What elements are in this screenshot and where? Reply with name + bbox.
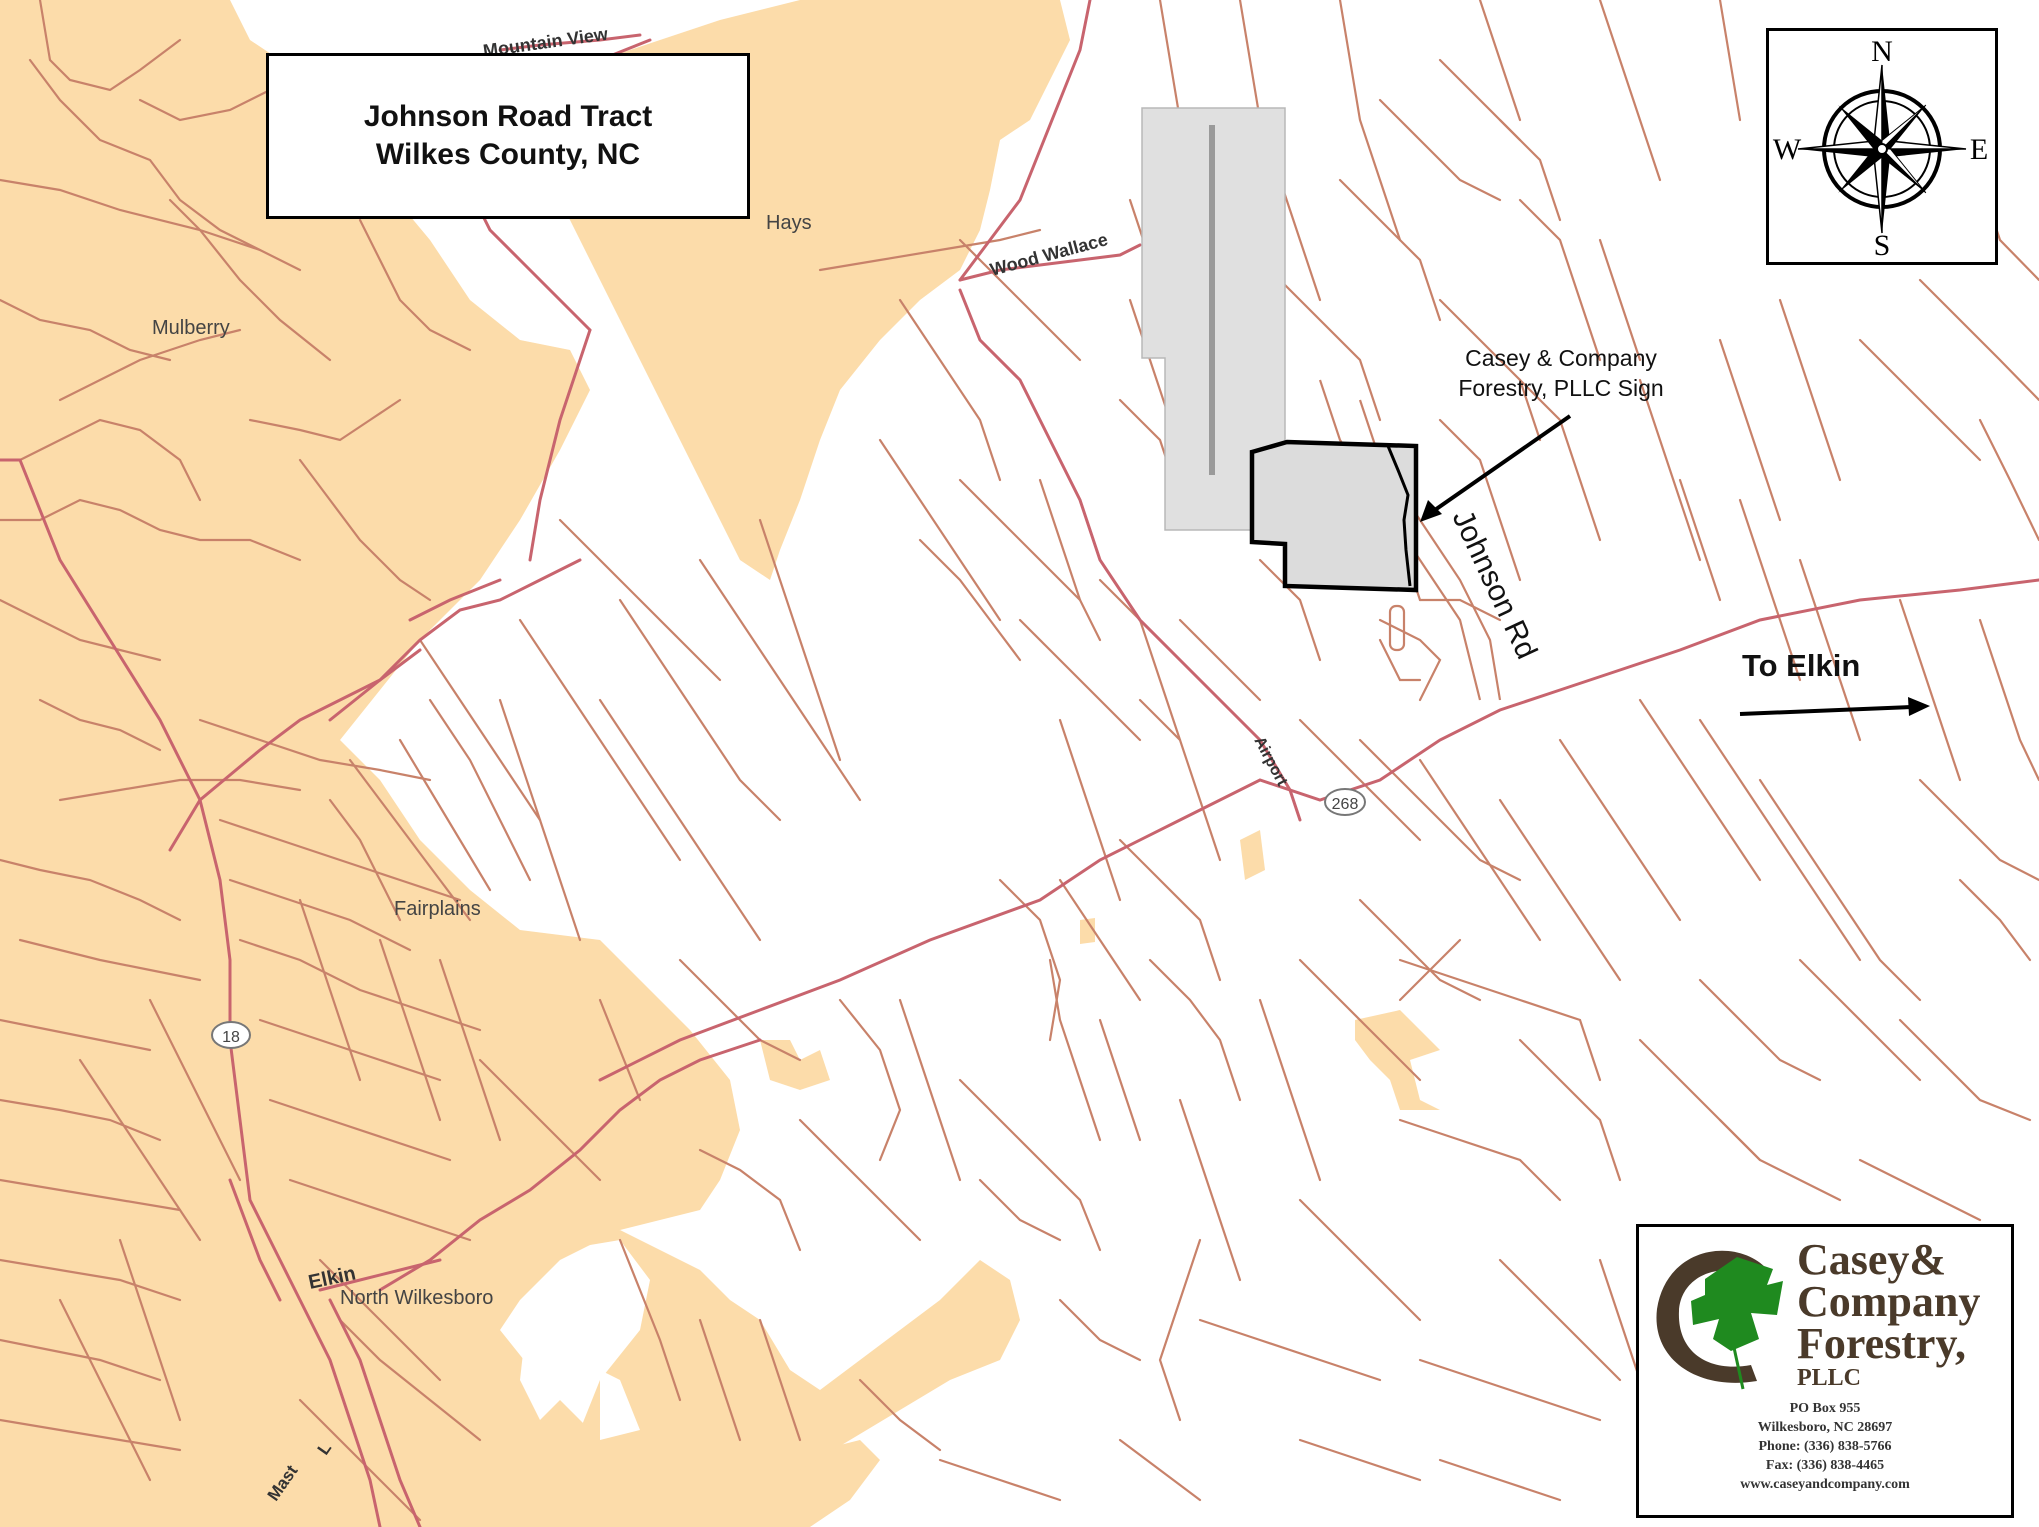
airport-road [958,288,1302,822]
compass-w: W [1773,133,1802,166]
logo-city: Wilkesboro, NC 28697 [1757,1420,1893,1435]
company-logo-box: Casey& Company Forestry, PLLC PO Box 955… [1636,1224,2014,1518]
white-areas [520,1280,640,1440]
sign-label-line1: Casey & Company [1465,345,1657,371]
compass-rose-box: N S E W [1766,28,1998,265]
compass-n: N [1871,35,1893,68]
shield-18-label: 18 [222,1029,240,1046]
airport-area [1141,107,1286,531]
place-label-north-wilkesboro: North Wilkesboro [340,1287,493,1309]
nc18 [18,458,382,1527]
tract-parcel [1249,439,1419,593]
small-parcel [1388,604,1406,652]
sign-arrow [1420,414,1572,522]
logo-name-line2: Company [1797,1277,1981,1326]
route-shield-268: 268 [1324,788,1366,816]
place-label-fairplains: Fairplains [394,898,481,920]
sign-label-line2: Forestry, PLLC Sign [1458,375,1663,401]
logo-fax: Fax: (336) 838-4465 [1765,1458,1885,1473]
place-label-mulberry: Mulberry [152,317,230,339]
shield-268-label: 268 [1332,796,1359,813]
to-elkin-arrow [1739,697,1930,716]
map-title: Johnson Road Tract [363,100,653,133]
to-elkin-label: To Elkin [1742,648,1860,683]
compass-s: S [1874,229,1891,262]
logo-phone: Phone: (336) 838-5766 [1758,1439,1892,1454]
logo-po-box: PO Box 955 [1789,1401,1861,1416]
compass-rose-icon: N S E W [1773,35,1988,262]
map-title-box: Johnson Road Tract Wilkes County, NC [266,53,750,219]
tulip-poplar-leaf-logo-icon [1656,1250,1783,1390]
logo-name-line1: Casey& [1797,1235,1947,1284]
map-subtitle: Wilkes County, NC [375,138,641,171]
compass-e: E [1970,133,1988,166]
place-label-hays: Hays [766,212,812,234]
logo-suffix: PLLC [1797,1365,1862,1391]
logo-web: www.caseyandcompany.com [1740,1477,1910,1492]
logo-name-line3: Forestry, [1797,1319,1967,1368]
tract-boundary-road [1386,445,1412,587]
route-shield-18: 18 [211,1021,251,1049]
